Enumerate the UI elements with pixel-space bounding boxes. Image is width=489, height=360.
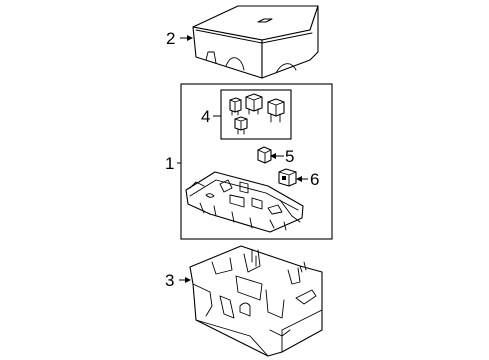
mini-relay (257, 146, 272, 164)
callout-6-arrowhead (296, 176, 302, 182)
callout-3-label: 3 (165, 271, 174, 290)
fuse-box-cover (192, 5, 319, 79)
relay-set (229, 93, 285, 135)
callout-5-label: 5 (285, 147, 294, 166)
callout-6-label: 6 (310, 170, 319, 189)
callout-4-label: 4 (201, 107, 210, 126)
callout-3-arrowhead (185, 277, 191, 283)
callout-2-arrowhead (187, 35, 193, 41)
fuse-block-body (185, 171, 304, 233)
callout-5-arrowhead (270, 153, 276, 159)
fuse (278, 168, 297, 187)
fuse-box-lower-housing (189, 245, 323, 357)
assembly-frame (180, 83, 333, 240)
callout-2-label: 2 (166, 29, 175, 48)
relay-group-frame (220, 89, 292, 140)
callout-1-label: 1 (165, 154, 174, 173)
